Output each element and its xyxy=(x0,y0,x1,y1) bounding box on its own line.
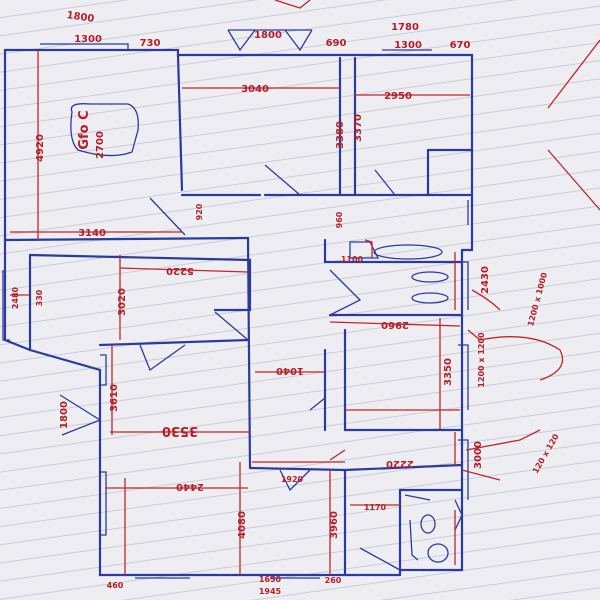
dim-2440: 2440 xyxy=(176,481,204,492)
windows xyxy=(2,43,469,579)
dimension-labels: 1300 730 1800 690 1300 670 3040 2950 492… xyxy=(11,30,491,596)
dim-1170: 1170 xyxy=(364,503,387,512)
dim-2950: 2950 xyxy=(384,91,412,102)
margin-line xyxy=(547,39,600,109)
window-size-note: 1200 x 1000 xyxy=(526,271,549,327)
dim-1945: 1945 xyxy=(259,587,282,596)
dim-top-690: 690 xyxy=(326,38,347,49)
interior-walls xyxy=(3,53,474,577)
dim-1920: 1920 xyxy=(281,475,304,484)
dim-960: 960 xyxy=(335,211,344,228)
dim-3020: 3020 xyxy=(117,288,128,316)
dim-5220: 5220 xyxy=(166,265,194,276)
dim-1040: 1040 xyxy=(276,365,304,376)
dim-top-730: 730 xyxy=(140,38,161,49)
dim-1100: 1100 xyxy=(341,255,364,264)
door-swings xyxy=(59,29,431,571)
dim-3610: 3610 xyxy=(109,384,120,412)
dim-3140: 3140 xyxy=(78,228,106,239)
dim-3040: 3040 xyxy=(241,84,269,95)
dim-2480: 2480 xyxy=(11,286,20,309)
dim-3350: 3350 xyxy=(443,358,454,386)
dim-3530: 3530 xyxy=(162,423,198,438)
size-b-note: 1780 xyxy=(391,22,419,33)
misc-size-note: 120 x 120 xyxy=(531,432,561,475)
dim-460: 460 xyxy=(107,581,124,590)
door-size-note: 1200 x 1200 xyxy=(477,332,486,388)
outer-walls xyxy=(3,48,474,577)
fixtures xyxy=(70,103,463,563)
dim-2960: 2960 xyxy=(381,319,409,330)
dim-4080: 4080 xyxy=(237,511,248,539)
dim-top-1800: 1800 xyxy=(254,30,282,41)
dim-top-1300b: 1300 xyxy=(394,40,422,51)
dim-2430: 2430 xyxy=(480,266,491,294)
room-area: 2700 xyxy=(95,131,106,159)
dim-330: 330 xyxy=(35,289,44,306)
dim-3370: 3370 xyxy=(353,114,364,142)
margin-line xyxy=(547,149,600,211)
dim-3960: 3960 xyxy=(329,511,340,539)
dim-4920: 4920 xyxy=(35,134,46,162)
size-a-note: 1800 xyxy=(66,10,95,25)
dim-top-670: 670 xyxy=(450,40,471,51)
margin-mark xyxy=(274,0,311,9)
dim-top-1300: 1300 xyxy=(74,34,102,45)
dim-1650: 1650 xyxy=(259,575,282,584)
room-label: Gfo C xyxy=(77,110,92,149)
dim-3000: 3000 xyxy=(473,441,484,469)
dim-1800: 1800 xyxy=(59,401,70,429)
dim-3380: 3380 xyxy=(335,121,346,149)
dim-260: 260 xyxy=(325,576,342,585)
dimension-lines xyxy=(10,50,564,575)
dim-920: 920 xyxy=(195,203,204,220)
dim-2220: 2220 xyxy=(386,458,414,469)
